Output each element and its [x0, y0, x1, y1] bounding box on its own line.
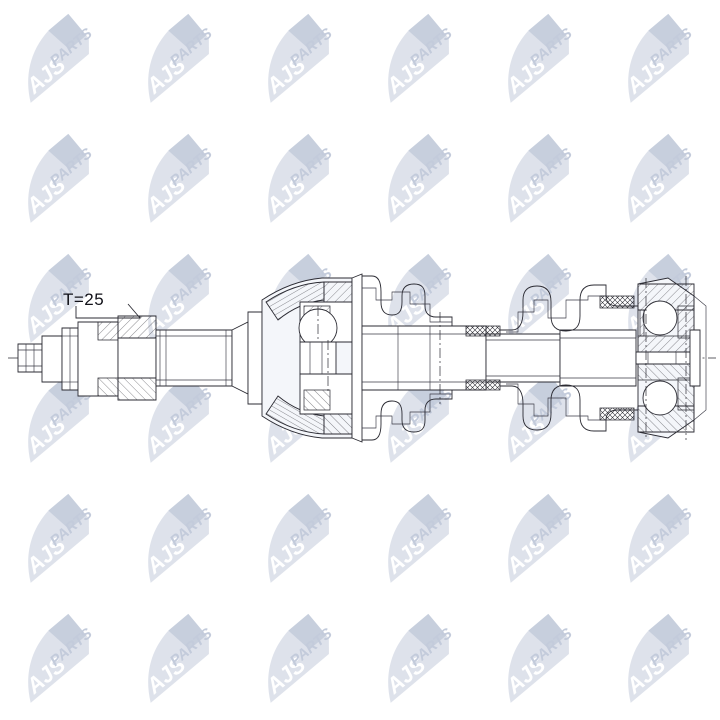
- stub-shaft-threaded-end: [17, 343, 43, 373]
- splined-shaft: [77, 311, 263, 405]
- retaining-nut: [41, 327, 79, 391]
- inner-cv-joint: [635, 276, 707, 440]
- spline-count-label: T=25: [63, 290, 104, 309]
- outer-cv-joint: [261, 273, 363, 443]
- boot-clamp: [465, 325, 501, 391]
